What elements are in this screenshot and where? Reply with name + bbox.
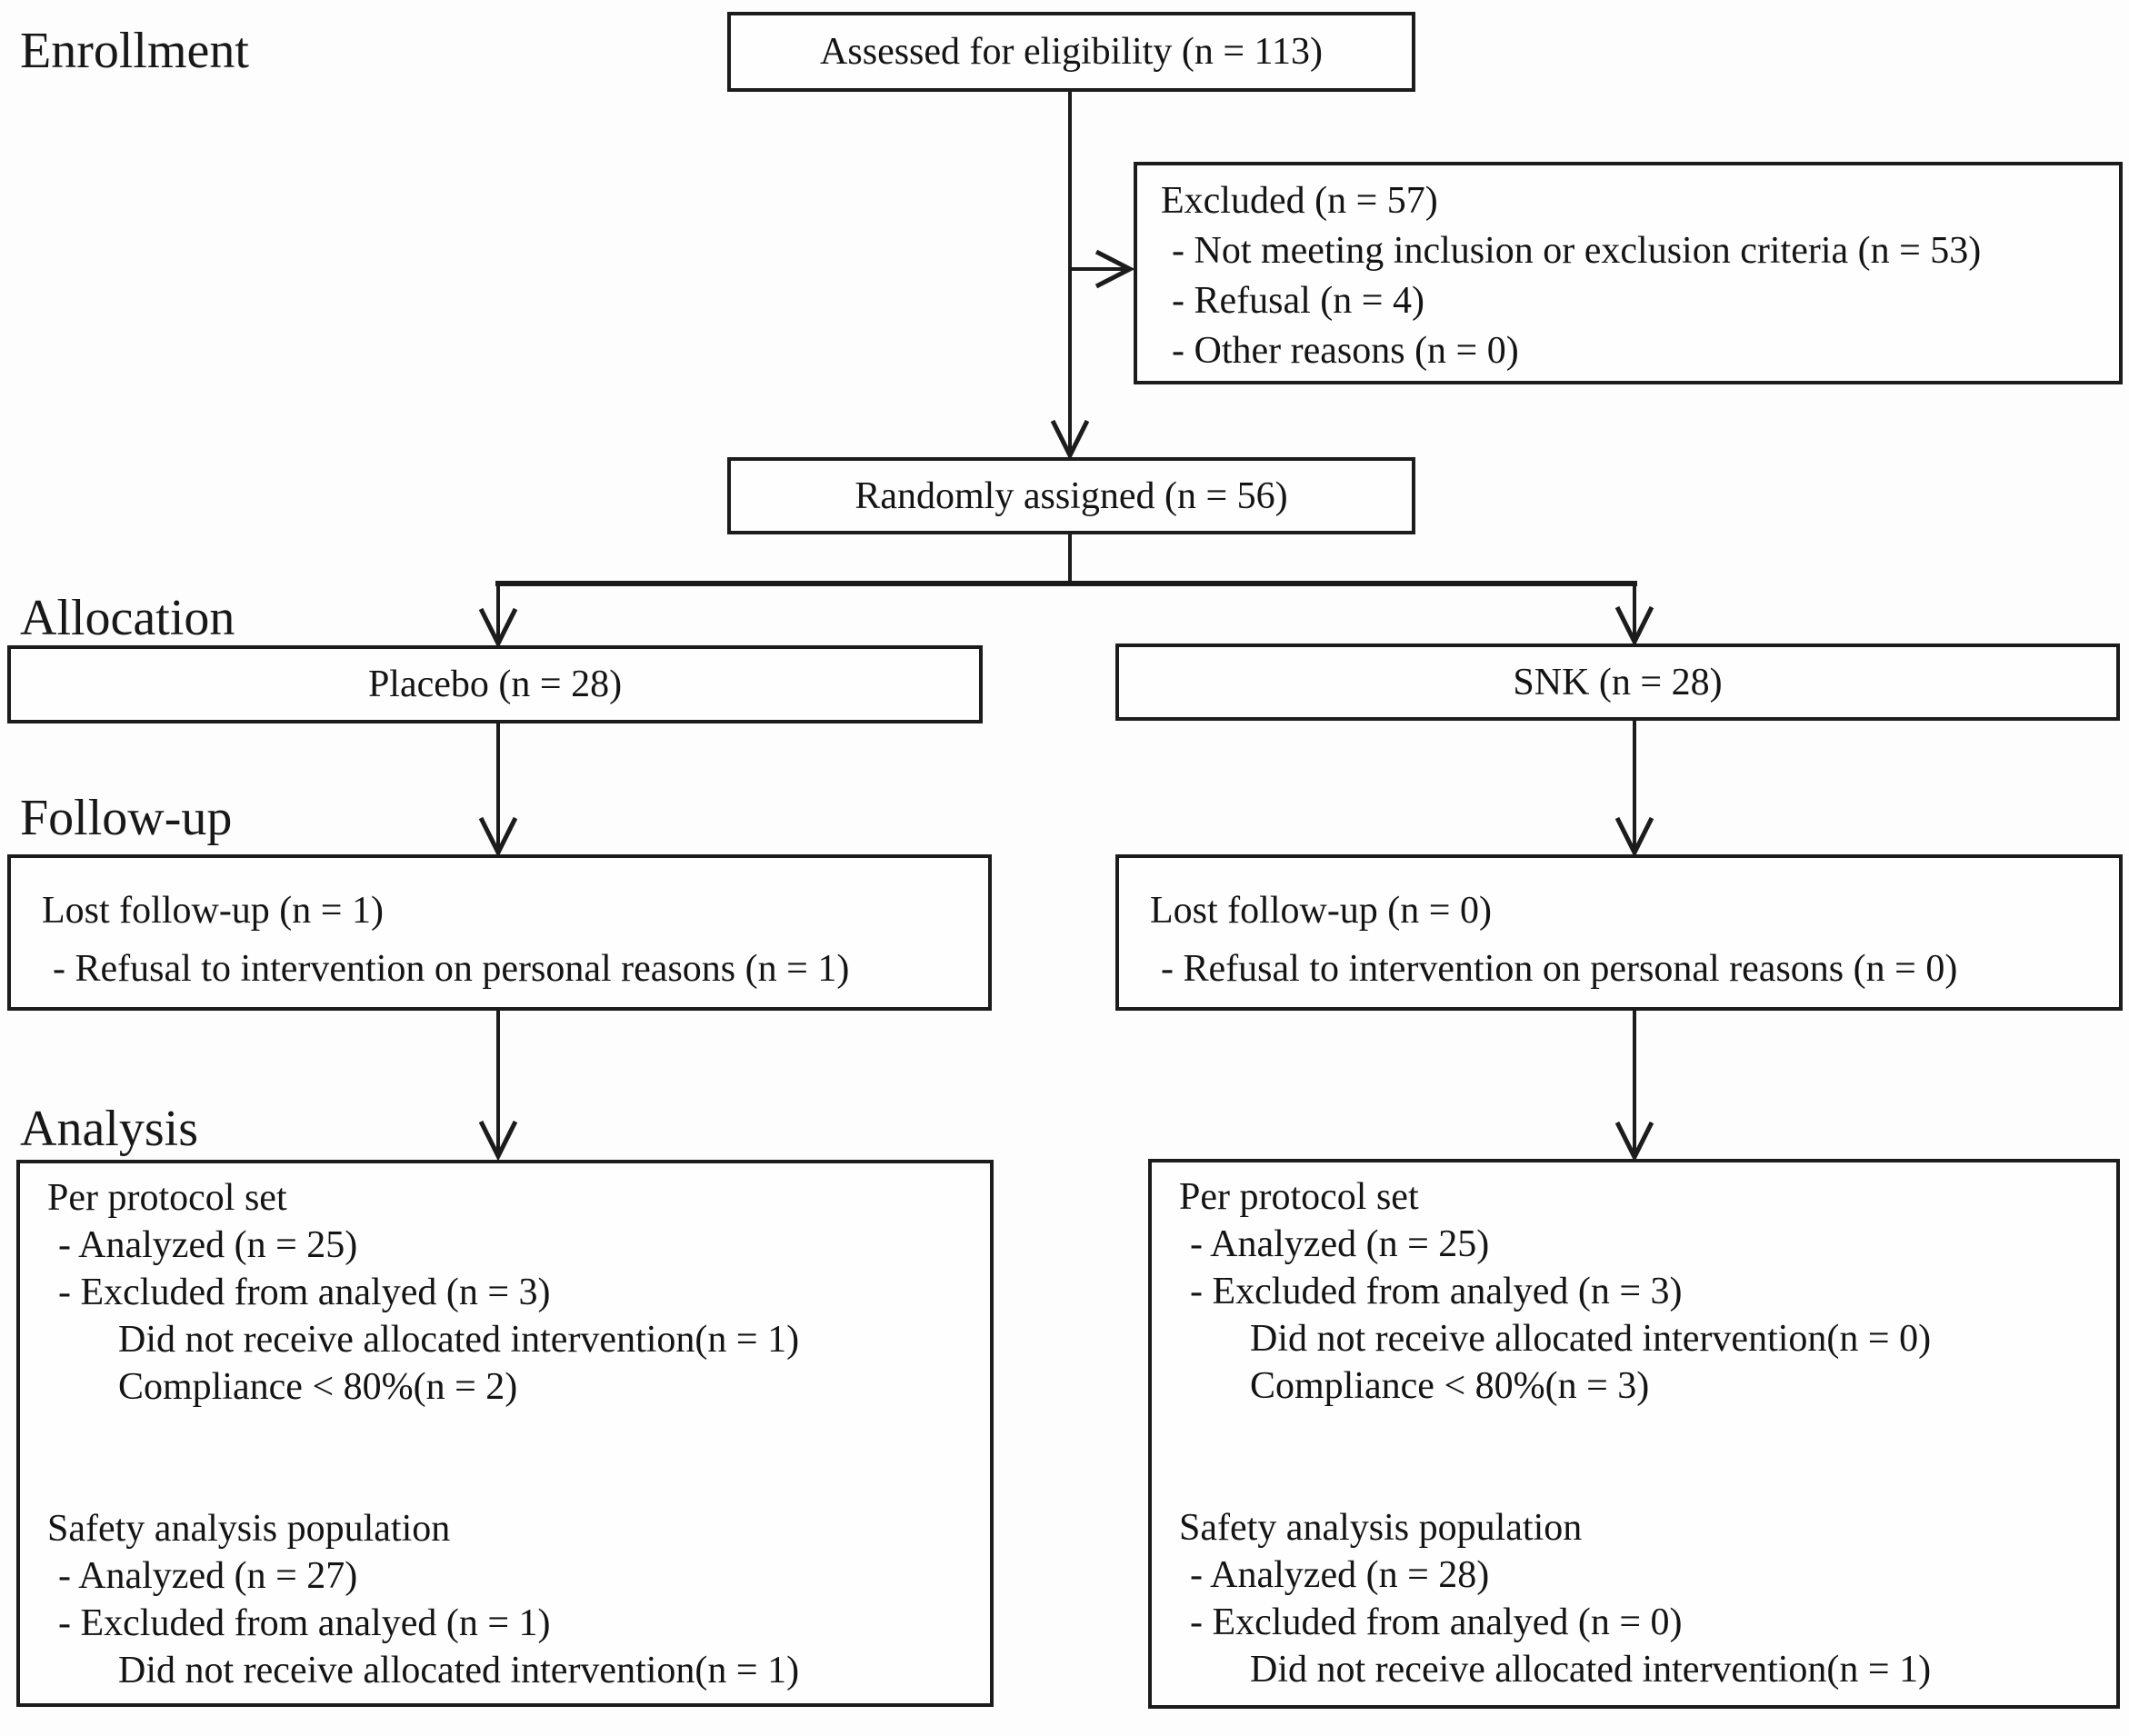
connectors: [478, 91, 1654, 1162]
arrowhead-right-excluded: [1094, 249, 1135, 289]
followup-placebo-line: - Refusal to intervention on personal re…: [53, 948, 850, 990]
analysis-placebo-line: - Excluded from analyed (n = 1): [58, 1602, 551, 1644]
analysis-placebo-line: - Analyzed (n = 25): [58, 1224, 358, 1266]
box-followup-placebo: Lost follow-up (n = 1) - Refusal to inte…: [7, 854, 992, 1011]
analysis-snk-spacer: [1179, 1410, 2116, 1504]
analysis-snk-line: Compliance < 80%(n = 3): [1250, 1365, 1650, 1407]
box-assessed-for-eligibility: Assessed for eligibility (n = 113): [727, 12, 1415, 92]
analysis-placebo-spacer: [47, 1411, 990, 1505]
analysis-snk-line: - Excluded from analyed (n = 0): [1190, 1601, 1683, 1643]
analysis-placebo-line: Did not receive allocated intervention(n…: [118, 1319, 800, 1361]
analysis-snk-line: Did not receive allocated intervention(n…: [1250, 1318, 1932, 1360]
arrowhead-down-followup-right: [1614, 816, 1654, 858]
box-placebo-allocation: Placebo (n = 28): [7, 645, 983, 723]
analysis-placebo-line: Did not receive allocated intervention(n…: [118, 1650, 800, 1691]
stage-label-followup: Follow-up: [20, 790, 233, 846]
analysis-snk-line: - Analyzed (n = 28): [1190, 1554, 1490, 1596]
placebo-text: Placebo (n = 28): [367, 663, 623, 705]
analysis-snk-line: - Excluded from analyed (n = 3): [1190, 1271, 1683, 1312]
box-followup-snk: Lost follow-up (n = 0) - Refusal to inte…: [1115, 854, 2123, 1011]
analysis-snk-line: Did not receive allocated intervention(n…: [1250, 1649, 1932, 1691]
analysis-snk-line: - Analyzed (n = 25): [1190, 1223, 1490, 1265]
analysis-placebo-line: Safety analysis population: [47, 1508, 451, 1550]
box-excluded: Excluded (n = 57) - Not meeting inclusio…: [1134, 162, 2123, 384]
analysis-snk-line: Per protocol set: [1179, 1176, 1419, 1218]
box-randomly-assigned: Randomly assigned (n = 56): [727, 457, 1415, 534]
excluded-line: - Not meeting inclusion or exclusion cri…: [1172, 230, 1982, 272]
analysis-placebo-line: - Analyzed (n = 27): [58, 1555, 358, 1597]
followup-placebo-line: Lost follow-up (n = 1): [42, 890, 384, 932]
arrowhead-down-followup-left: [478, 816, 518, 858]
excluded-line: Excluded (n = 57): [1161, 180, 1438, 222]
followup-snk-line: - Refusal to intervention on personal re…: [1161, 948, 1958, 990]
assessed-text: Assessed for eligibility (n = 113): [820, 31, 1323, 73]
arrowhead-down-randomized: [1050, 419, 1090, 461]
analysis-placebo-line: Compliance < 80%(n = 2): [118, 1366, 518, 1408]
arrowhead-down-analysis-right: [1614, 1121, 1654, 1162]
analysis-placebo-line: Per protocol set: [47, 1177, 287, 1219]
box-analysis-placebo: Per protocol set - Analyzed (n = 25) - E…: [16, 1160, 994, 1707]
excluded-line: - Other reasons (n = 0): [1172, 330, 1519, 372]
arrowhead-down-placebo: [478, 607, 518, 649]
snk-text: SNK (n = 28): [1513, 661, 1723, 703]
randomized-text: Randomly assigned (n = 56): [855, 474, 1288, 517]
stage-label-analysis: Analysis: [20, 1101, 198, 1157]
stage-label-enrollment: Enrollment: [20, 23, 249, 79]
analysis-placebo-line: - Excluded from analyed (n = 3): [58, 1272, 551, 1313]
excluded-line: - Refusal (n = 4): [1172, 280, 1424, 322]
box-analysis-snk: Per protocol set - Analyzed (n = 25) - E…: [1148, 1159, 2120, 1709]
stage-label-allocation: Allocation: [20, 590, 235, 646]
box-snk-allocation: SNK (n = 28): [1115, 644, 2120, 721]
arrowhead-down-analysis-left: [478, 1120, 518, 1162]
followup-snk-line: Lost follow-up (n = 0): [1150, 890, 1492, 932]
analysis-snk-line: Safety analysis population: [1179, 1507, 1583, 1549]
arrowhead-down-snk: [1614, 605, 1654, 647]
